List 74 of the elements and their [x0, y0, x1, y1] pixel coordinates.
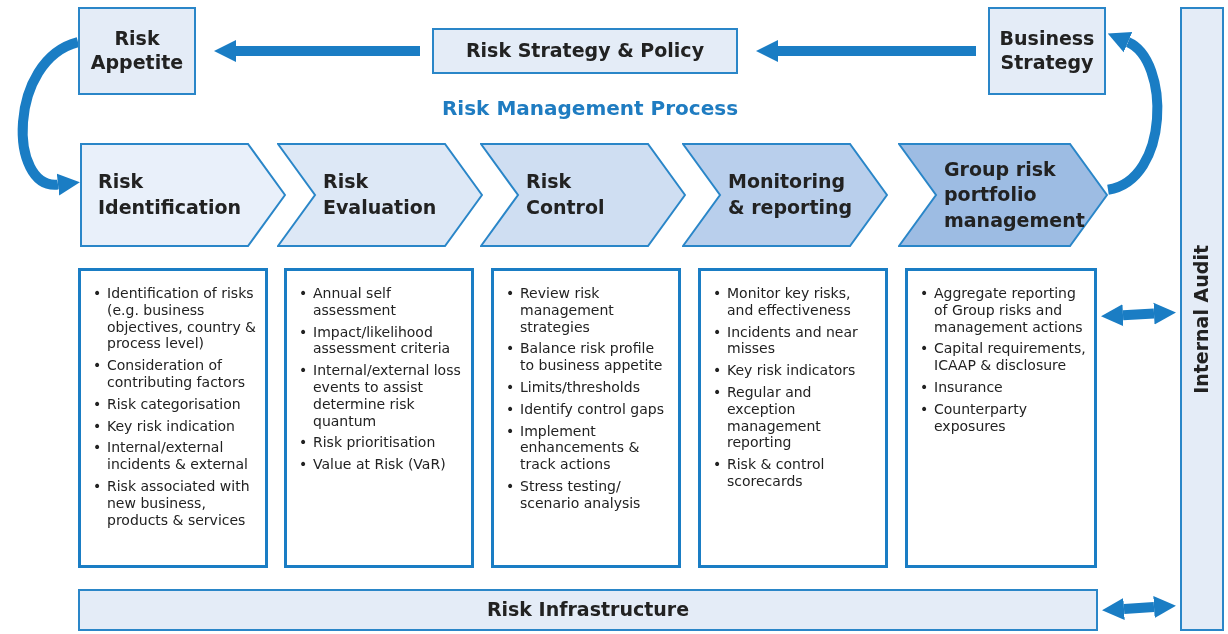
- arrow: [756, 40, 976, 62]
- bullet: •: [93, 285, 103, 303]
- bullet-item: Implement enhancements & track actions: [520, 422, 641, 473]
- bullet-item: Value at Risk (VaR): [313, 456, 446, 473]
- bullet: •: [93, 417, 103, 435]
- activity-list-box: [78, 268, 268, 568]
- bullet: •: [506, 400, 516, 418]
- bullet-item: Risk associated with new business, products & services: [107, 477, 251, 529]
- bullet: •: [713, 456, 723, 475]
- activity-list-box: [698, 268, 888, 568]
- arrow: [18, 37, 80, 196]
- bullet-item: Aggregate reporting of Group risks and management actions: [934, 285, 1084, 336]
- bullet-item: Identification of risks (e.g. business objectives, country & process level): [107, 285, 258, 353]
- bullet-item: Insurance: [934, 379, 1003, 396]
- bullet-item: Consideration of contributing factors: [107, 357, 246, 391]
- bullet-item: Internal/external incidents & external: [107, 439, 249, 473]
- bullet: •: [506, 340, 516, 359]
- bullet: •: [299, 285, 309, 303]
- bullet-item: Limits/thresholds: [520, 379, 640, 396]
- bullet: •: [920, 379, 930, 396]
- bullet-item: Risk & control scorecards: [727, 456, 826, 490]
- bullet: •: [506, 422, 516, 441]
- bullet: •: [920, 285, 930, 303]
- diagram-title: Risk Management Process: [440, 96, 740, 120]
- bullet: •: [713, 384, 723, 402]
- bullet: •: [506, 379, 516, 396]
- audit-bar: Internal Audit: [1180, 7, 1224, 631]
- bullet-item: Key risk indicators: [727, 362, 856, 379]
- arrow: [214, 40, 420, 62]
- bullet: •: [93, 439, 103, 458]
- bullet-item: Balance risk profile to business appetite: [520, 340, 664, 374]
- bullet-item: Identify control gaps: [520, 400, 664, 418]
- strategy-box: Business Strategy: [988, 7, 1106, 95]
- bullet: •: [713, 362, 723, 379]
- bullet: •: [299, 362, 309, 381]
- bullet: •: [299, 323, 309, 342]
- activity-list-box: [284, 268, 474, 568]
- bullet-item: Review risk management strategies: [520, 285, 615, 336]
- bullet: •: [713, 323, 723, 342]
- bullet-item: Capital requirements, ICAAP & disclosure: [934, 340, 1087, 374]
- bullet-item: Impact/likelihood assessment criteria: [313, 323, 452, 358]
- process-step: Risk Control: [480, 143, 686, 247]
- bullet-item: Key risk indication: [107, 417, 235, 435]
- process-step: Group risk portfolio management: [898, 143, 1108, 247]
- bullet: •: [506, 477, 516, 496]
- bullet: •: [299, 456, 309, 473]
- bullet: •: [93, 357, 103, 376]
- strategy-box: Risk Strategy & Policy: [432, 28, 738, 74]
- bullet-item: Stress testing/ scenario analysis: [520, 477, 642, 512]
- bullet: •: [299, 434, 309, 452]
- bullet-item: Risk prioritisation: [313, 434, 436, 452]
- bullet: •: [920, 400, 930, 419]
- process-step: Risk Evaluation: [277, 143, 483, 247]
- double-arrow: [1102, 596, 1176, 620]
- bullet: •: [93, 477, 103, 496]
- bullet: •: [506, 285, 516, 303]
- bullet-item: Incidents and near misses: [727, 323, 859, 358]
- arrow: [1106, 29, 1163, 195]
- bullet-item: Regular and exception management reporting: [727, 384, 822, 452]
- bullet-item: Risk categorisation: [107, 395, 241, 413]
- bullet-item: Counterparty exposures: [934, 400, 1028, 435]
- activity-list-box: [491, 268, 681, 568]
- process-step: Risk Identification: [80, 143, 286, 247]
- process-step: Monitoring & reporting: [682, 143, 888, 247]
- double-arrow: [1101, 302, 1176, 327]
- bullet: •: [93, 395, 103, 413]
- strategy-box: Risk Appetite: [78, 7, 196, 95]
- bullet-item: Internal/external loss events to assist determine risk quantum: [313, 362, 462, 430]
- bullet-item: Monitor key risks, and effectiveness: [727, 285, 852, 319]
- bullet: •: [713, 285, 723, 303]
- bullet-item: Annual self assessment: [313, 285, 397, 319]
- bullet: •: [920, 340, 930, 359]
- activity-list-box: [905, 268, 1097, 568]
- infrastructure-bar: Risk Infrastructure: [78, 589, 1098, 631]
